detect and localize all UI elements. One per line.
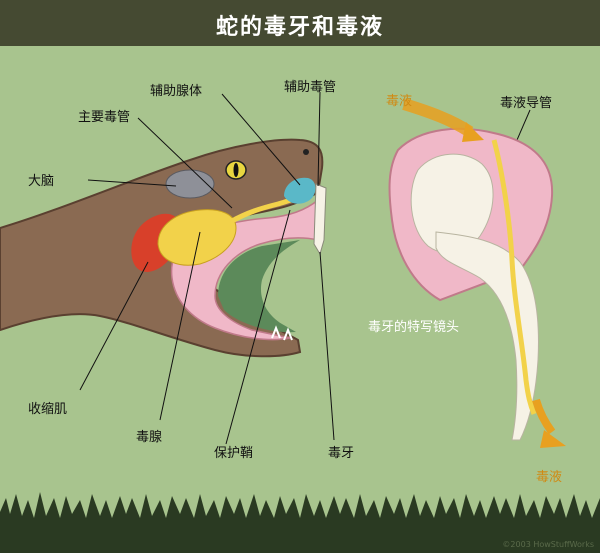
copyright-notice: ©2003 HowStuffWorks: [502, 540, 594, 549]
snake-nostril: [303, 149, 309, 155]
label-venom-duct: 毒液导管: [500, 92, 552, 111]
label-venom-in: 毒液: [386, 90, 412, 109]
label-venom-out: 毒液: [536, 466, 562, 485]
label-accessory-duct: 辅助毒管: [284, 76, 336, 95]
label-closeup: 毒牙的特写镜头: [368, 316, 459, 335]
fang-closeup: [390, 129, 553, 440]
fang-shape: [314, 184, 326, 254]
label-brain: 大脑: [28, 170, 54, 189]
snake-pupil: [234, 163, 239, 177]
label-contractor-muscle: 收缩肌: [28, 398, 67, 417]
label-accessory-gland: 辅助腺体: [150, 80, 202, 99]
label-fang: 毒牙: [328, 442, 354, 461]
label-main-duct: 主要毒管: [78, 106, 130, 125]
label-sheath: 保护鞘: [214, 442, 253, 461]
label-venom-gland: 毒腺: [136, 426, 162, 445]
